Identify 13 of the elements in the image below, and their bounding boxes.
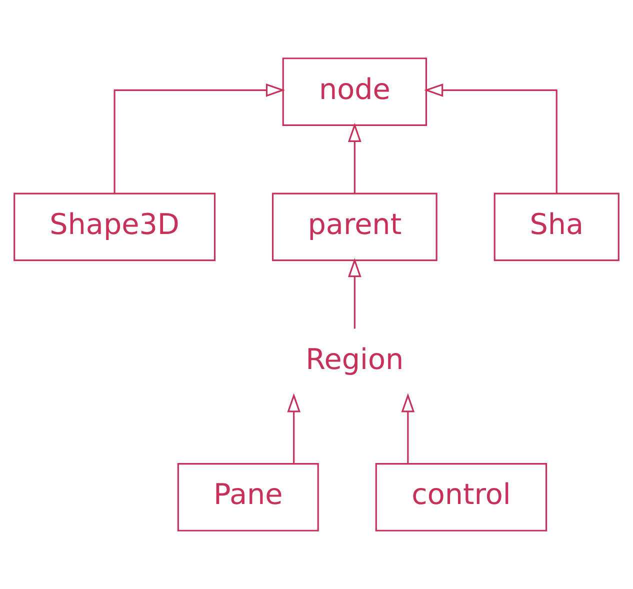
- arrow: [287, 393, 301, 464]
- arrow: [348, 122, 362, 194]
- node-box: parent: [272, 192, 438, 262]
- arrow: [348, 258, 362, 329]
- node-box: control: [375, 463, 548, 532]
- node-box: Pane: [177, 463, 319, 532]
- node-box: Sha: [494, 192, 620, 262]
- node-box: node: [282, 58, 428, 126]
- node-box: Shape3D: [14, 192, 216, 262]
- arrow: [114, 83, 286, 194]
- node-text: Region: [306, 342, 404, 376]
- arrow: [424, 83, 558, 194]
- arrow: [401, 393, 415, 464]
